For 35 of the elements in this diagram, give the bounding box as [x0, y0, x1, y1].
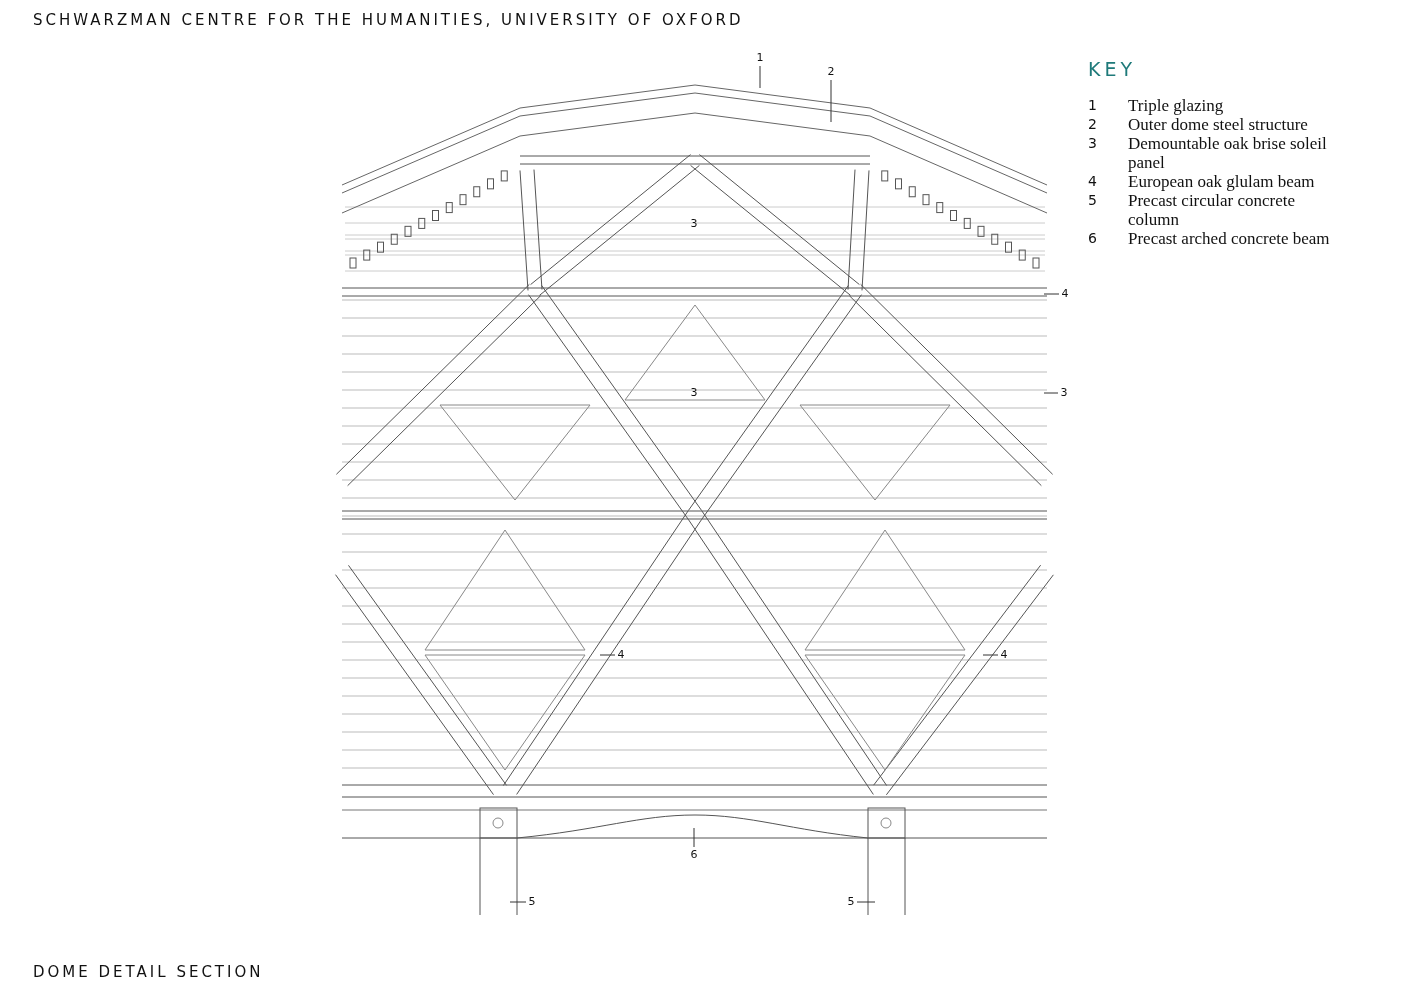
callout-number: 6: [688, 847, 700, 863]
callout-number: 2: [825, 64, 837, 80]
key-description: Precast circular concrete column: [1128, 191, 1297, 229]
leader-line: [693, 827, 695, 848]
leader-line: [982, 654, 999, 656]
callout-number: 4: [1059, 286, 1071, 302]
key-description: Demountable oak brise soleil panel: [1128, 134, 1328, 172]
callout-number: 5: [526, 894, 538, 910]
callout-number: 1: [754, 50, 766, 66]
drawing-caption: DOME DETAIL SECTION: [33, 963, 264, 981]
leader-line: [759, 65, 761, 89]
key-number: 3: [1088, 134, 1098, 153]
leader-line: [599, 654, 616, 656]
callout-number: 3: [689, 216, 699, 232]
leader-line: [1043, 392, 1059, 394]
key-description: Precast arched concrete beam: [1128, 229, 1331, 248]
leader-line: [856, 901, 876, 903]
callout-number: 4: [998, 647, 1010, 663]
key-description: Outer dome steel structure: [1128, 115, 1309, 134]
key-description: Triple glazing: [1128, 96, 1225, 115]
key-number: 1: [1088, 96, 1098, 115]
callout-number: 4: [615, 647, 627, 663]
callout-number: 5: [845, 894, 857, 910]
key-number: 4: [1088, 172, 1098, 191]
leader-line: [1043, 293, 1060, 295]
key-heading: KEY: [1088, 58, 1137, 80]
key-number: 6: [1088, 229, 1098, 248]
callout-number: 3: [689, 385, 699, 401]
leader-line: [830, 79, 832, 123]
leader-line: [509, 901, 527, 903]
page-title: SCHWARZMAN CENTRE FOR THE HUMANITIES, UNIVERSITY OF OXFORD: [33, 11, 744, 29]
callout-number: 3: [1058, 385, 1070, 401]
key-number: 5: [1088, 191, 1098, 210]
key-description: European oak glulam beam: [1128, 172, 1316, 191]
key-number: 2: [1088, 115, 1098, 134]
